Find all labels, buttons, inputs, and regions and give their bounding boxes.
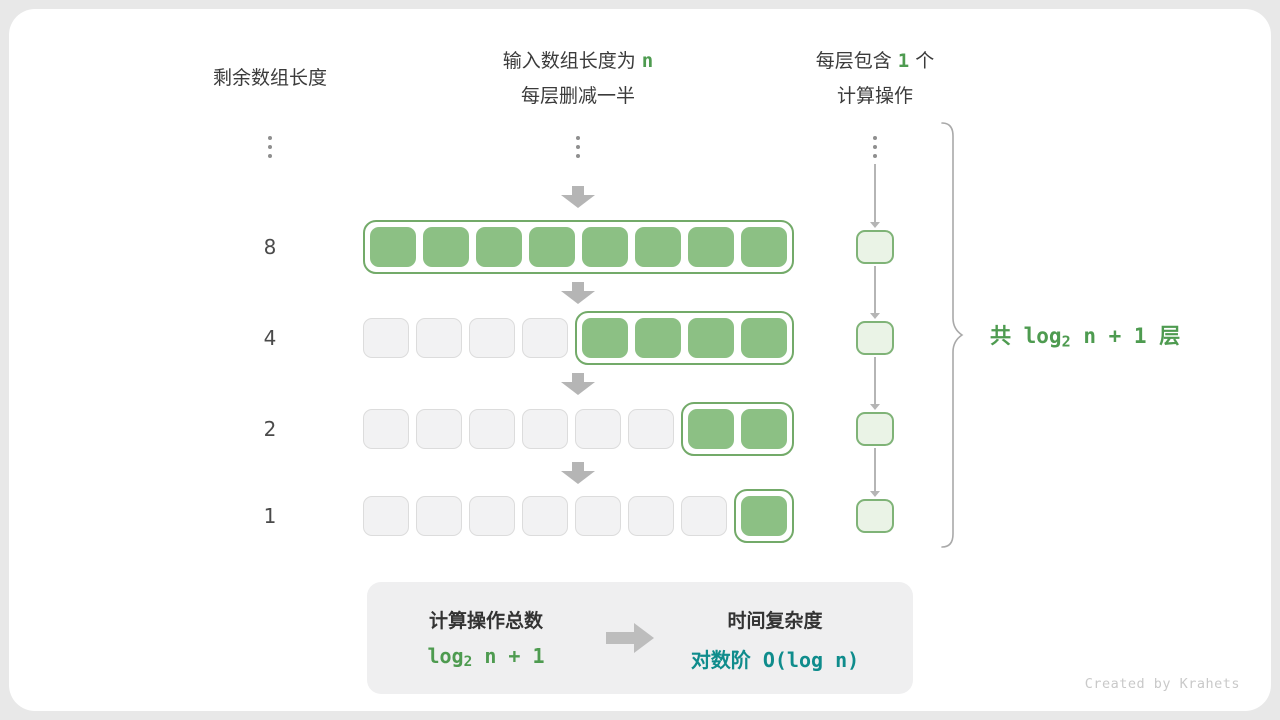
header-input-length: 输入数组长度为 n (503, 46, 654, 73)
active-cells-box (575, 311, 794, 365)
array-cell-active (741, 318, 787, 358)
operation-cell (856, 230, 894, 264)
array-cell-empty (628, 409, 674, 449)
array-cell-active (423, 227, 469, 267)
array-cell-active (582, 227, 628, 267)
array-cell-active (476, 227, 522, 267)
connector-line (874, 357, 876, 404)
operation-cell (856, 412, 894, 446)
header-halve-each-layer: 每层删减一半 (520, 85, 636, 107)
header-ops-count: 1 (897, 50, 910, 72)
vertical-ellipsis-icon (576, 136, 580, 158)
array-row (363, 311, 794, 365)
vertical-ellipsis-icon (873, 136, 877, 158)
array-row (363, 402, 794, 456)
array-cell-empty (469, 496, 515, 536)
brace-icon (940, 122, 966, 552)
layer-count-suffix: n + 1 层 (1070, 324, 1181, 348)
array-cell-empty (469, 318, 515, 358)
header-ops-suffix: 个 (909, 50, 935, 72)
header-ops-prefix: 每层包含 (815, 50, 898, 72)
header-ops-per-layer: 每层包含 1 个 (816, 46, 935, 73)
formula-tail: n + 1 (472, 644, 545, 668)
array-row (363, 489, 794, 543)
array-row (363, 220, 794, 274)
array-cell-active (370, 227, 416, 267)
operations-total-formula: log2 n + 1 (427, 644, 544, 670)
time-complexity-formula: 对数阶 O(log n) (690, 648, 860, 672)
array-cell-active (688, 318, 734, 358)
down-arrow-icon (561, 281, 595, 308)
formula-log-base: 2 (463, 654, 473, 671)
header-input-length-prefix: 输入数组长度为 (502, 50, 642, 72)
operation-cell (856, 321, 894, 355)
right-arrow-icon (606, 623, 654, 657)
array-cell-empty (681, 496, 727, 536)
array-cell-empty (522, 496, 568, 536)
down-arrow-icon (561, 372, 595, 399)
array-cell-empty (416, 318, 462, 358)
array-cell-active (635, 318, 681, 358)
array-cell-active (582, 318, 628, 358)
array-cell-empty (575, 496, 621, 536)
layer-count-label: 共 log2 n + 1 层 (990, 320, 1180, 350)
active-cells-box (681, 402, 794, 456)
layer-count-prefix: 共 log (990, 324, 1062, 348)
vertical-ellipsis-icon (268, 136, 272, 158)
array-cell-empty (363, 409, 409, 449)
array-cell-active (741, 409, 787, 449)
array-cell-empty (363, 496, 409, 536)
operations-total-title: 计算操作总数 (428, 610, 544, 632)
operation-cell (856, 499, 894, 533)
connector-line (874, 266, 876, 313)
array-cell-empty (522, 318, 568, 358)
array-cell-active (688, 409, 734, 449)
array-cell-active (688, 227, 734, 267)
row-label: 2 (263, 417, 277, 441)
formula-log: log (427, 644, 464, 668)
array-cell-empty (416, 409, 462, 449)
row-label: 4 (263, 326, 277, 350)
connector-line (874, 448, 876, 491)
time-complexity-title: 时间复杂度 (727, 610, 823, 632)
array-cell-active (635, 227, 681, 267)
array-cell-active (529, 227, 575, 267)
connector-line (874, 164, 876, 222)
array-cell-empty (575, 409, 621, 449)
down-arrow-icon (561, 186, 595, 212)
layer-count-subscript: 2 (1061, 332, 1071, 351)
header-compute-operation: 计算操作 (836, 85, 914, 107)
header-remaining-length: 剩余数组长度 (212, 67, 328, 89)
array-cell-empty (628, 496, 674, 536)
active-cells-box (734, 489, 794, 543)
active-cells-box (363, 220, 794, 274)
array-cell-empty (363, 318, 409, 358)
array-cell-empty (469, 409, 515, 449)
down-arrow-icon (561, 461, 595, 488)
row-label: 8 (263, 235, 277, 259)
array-cell-empty (416, 496, 462, 536)
row-label: 1 (263, 504, 277, 528)
array-cell-active (741, 496, 787, 536)
array-cell-empty (522, 409, 568, 449)
header-input-length-n: n (641, 50, 654, 72)
array-cell-active (741, 227, 787, 267)
credit-text: Created by Krahets (1084, 676, 1240, 692)
